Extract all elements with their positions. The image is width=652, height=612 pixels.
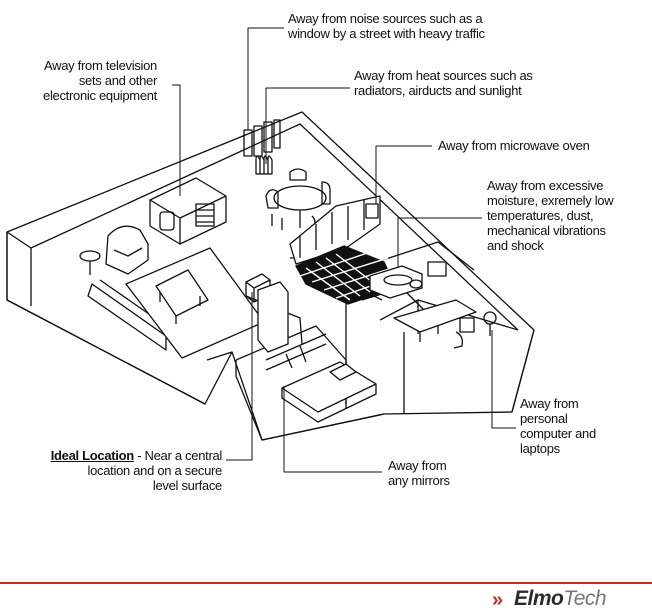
label-line: Away from microwave oven <box>438 138 590 153</box>
label-line: Away from television <box>44 58 157 73</box>
label-microwave: Away from microwave oven <box>438 138 590 153</box>
kitchen-tile-grid <box>299 249 395 301</box>
label-noise-sources: Away from noise sources such as a window… <box>288 11 485 41</box>
label-line: Away from <box>520 396 579 411</box>
label-line: Away from <box>388 458 447 473</box>
label-line: level surface <box>152 478 222 493</box>
label-computers: Away from personal computer and laptops <box>520 396 596 456</box>
footer-rule <box>0 582 652 584</box>
bedroom-furniture <box>265 333 377 423</box>
floor-outline <box>6 111 535 441</box>
label-television: Away from television sets and other elec… <box>43 58 157 103</box>
label-line: and shock <box>487 238 544 253</box>
elmotech-logo: » ElmoTech <box>492 587 642 611</box>
bathroom-fixtures <box>365 261 447 301</box>
label-line: computer and <box>520 426 596 441</box>
label-line: Away from noise sources such as a <box>288 11 483 26</box>
logo-word-b: Tech <box>563 587 607 610</box>
label-mirrors: Away from any mirrors <box>388 458 450 488</box>
label-line: Ideal Location - Near a central <box>50 448 223 463</box>
central-unit <box>245 273 289 353</box>
leader-lines <box>172 27 516 473</box>
label-line: window by a street with heavy traffic <box>288 26 485 41</box>
computer-monitor <box>459 317 475 333</box>
microwave-oven <box>365 203 379 219</box>
label-line: laptops <box>520 441 560 456</box>
label-line: electronic equipment <box>43 88 157 103</box>
label-moisture: Away from excessive moisture, exremely l… <box>487 178 614 253</box>
label-line: personal <box>520 411 568 426</box>
label-line: sets and other <box>78 73 157 88</box>
living-room-furniture <box>79 225 265 359</box>
dining-set <box>265 168 331 230</box>
label-heat-sources: Away from heat sources such as radiators… <box>354 68 533 98</box>
ideal-location-title: Ideal Location <box>50 448 135 463</box>
label-line: Away from heat sources such as <box>354 68 533 83</box>
label-line: any mirrors <box>388 473 450 488</box>
label-ideal-location: Ideal Location - Near a central location… <box>50 448 223 493</box>
label-line: temperatures, dust, <box>487 208 594 223</box>
study-desk <box>393 299 497 349</box>
label-line: Away from excessive <box>487 178 604 193</box>
label-line: location and on a secure <box>87 463 223 478</box>
label-line: radiators, airducts and sunlight <box>354 83 522 98</box>
tv-cabinet <box>149 177 227 245</box>
label-line: mechanical vibrations <box>487 223 606 238</box>
label-line: moisture, exremely low <box>487 193 614 208</box>
ideal-location-text: - Near a central <box>133 448 222 463</box>
logo-word-a: Elmo <box>514 587 564 610</box>
logo-wordmark: ElmoTech <box>514 587 607 610</box>
radiator <box>255 155 273 175</box>
logo-mark-icon: » <box>492 589 504 611</box>
